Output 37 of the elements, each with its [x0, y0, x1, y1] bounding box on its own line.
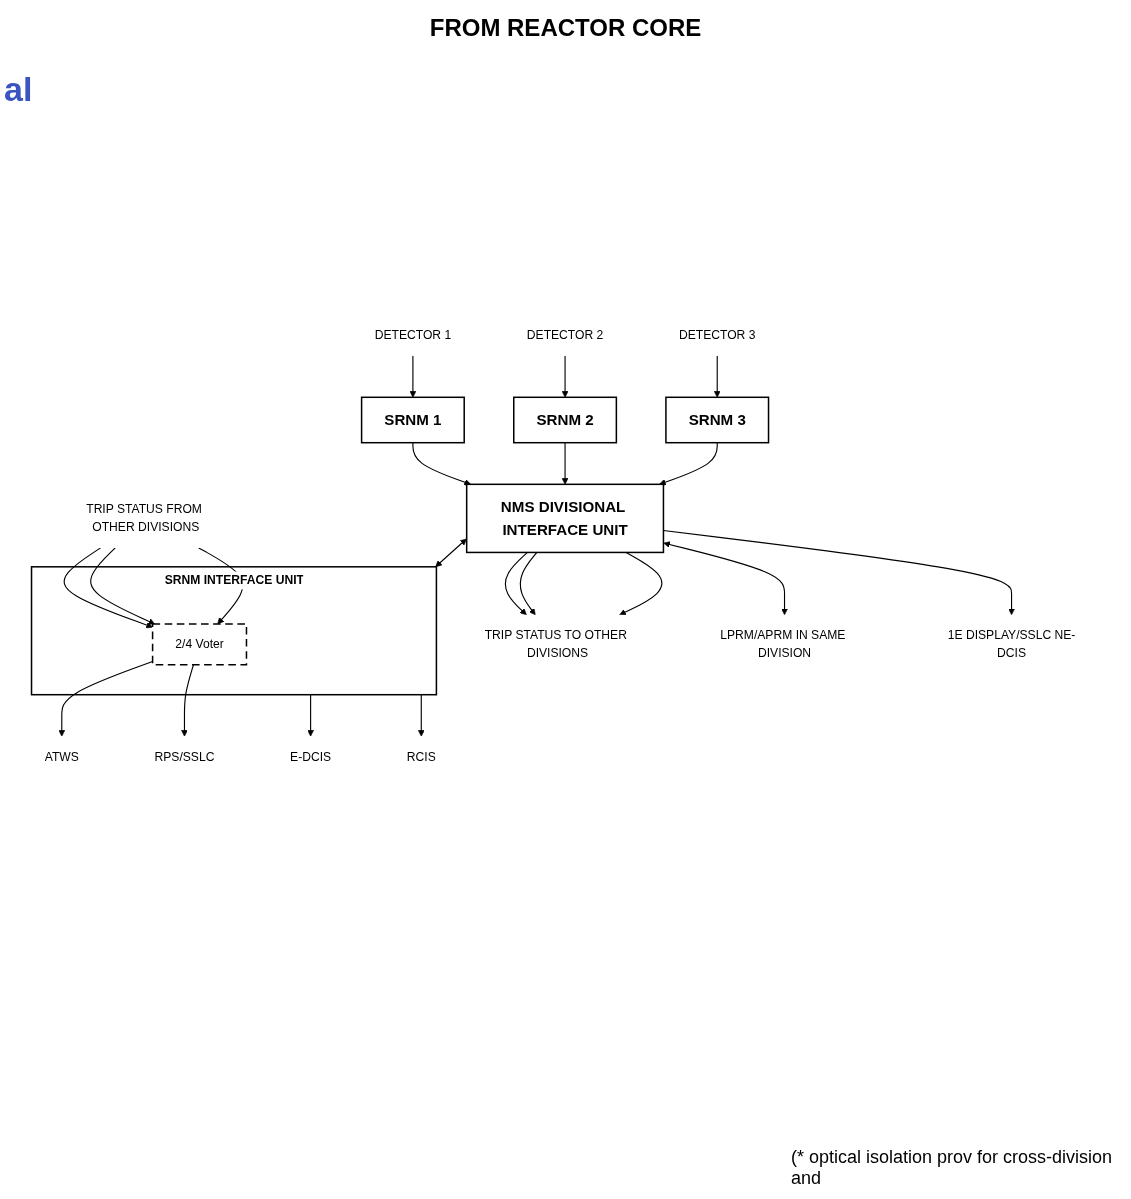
- arrow: [504, 551, 528, 616]
- arrow: [411, 442, 471, 486]
- arrow: [306, 694, 314, 737]
- node-box: 2/4 Voter: [151, 623, 247, 666]
- arrow: [89, 547, 155, 625]
- arrow: [618, 551, 662, 616]
- arrow: [57, 660, 153, 737]
- heading-fragment: al: [4, 70, 33, 109]
- arrow: [713, 355, 721, 398]
- node-text: DETECTOR 3: [678, 328, 755, 342]
- arrow: [561, 442, 568, 485]
- arrow: [561, 355, 568, 398]
- arrow: [519, 551, 537, 616]
- node-text: RCIS: [406, 749, 436, 763]
- node-text: E-DCIS: [289, 749, 331, 763]
- node-text: DETECTOR 2: [526, 328, 603, 342]
- node-text: LPRM/APRM IN SAME DIVISION: [719, 628, 845, 660]
- node-text: ATWS: [44, 749, 79, 763]
- node-text: TRIP STATUS TO OTHER DIVISIONS: [484, 628, 627, 660]
- arrow: [658, 442, 718, 486]
- node-box: SRNM 1: [360, 396, 465, 444]
- arrow: [409, 355, 416, 398]
- arrow: [417, 694, 425, 737]
- footnote: (* optical isolation prov for cross-division and: [791, 1147, 1114, 1189]
- arrow: [434, 538, 467, 568]
- node-text: TRIP STATUS FROM OTHER DIVISIONS: [85, 502, 202, 534]
- node-box: NMS DIVISIONAL INTERFACE UNIT: [465, 483, 664, 554]
- arrow: [662, 529, 1015, 616]
- node-text: RPS/SSLC: [154, 749, 214, 763]
- arrow: [662, 541, 788, 616]
- node-box: SRNM 3: [664, 396, 769, 444]
- diagram-title: FROM REACTOR CORE: [428, 14, 703, 42]
- node-text: 1E DISPLAY/SSLC NE-DCIS: [947, 628, 1075, 660]
- arrow: [63, 547, 153, 629]
- node-text: DETECTOR 1: [374, 328, 451, 342]
- arrow: [180, 664, 194, 737]
- node-box: SRNM 2: [512, 396, 617, 444]
